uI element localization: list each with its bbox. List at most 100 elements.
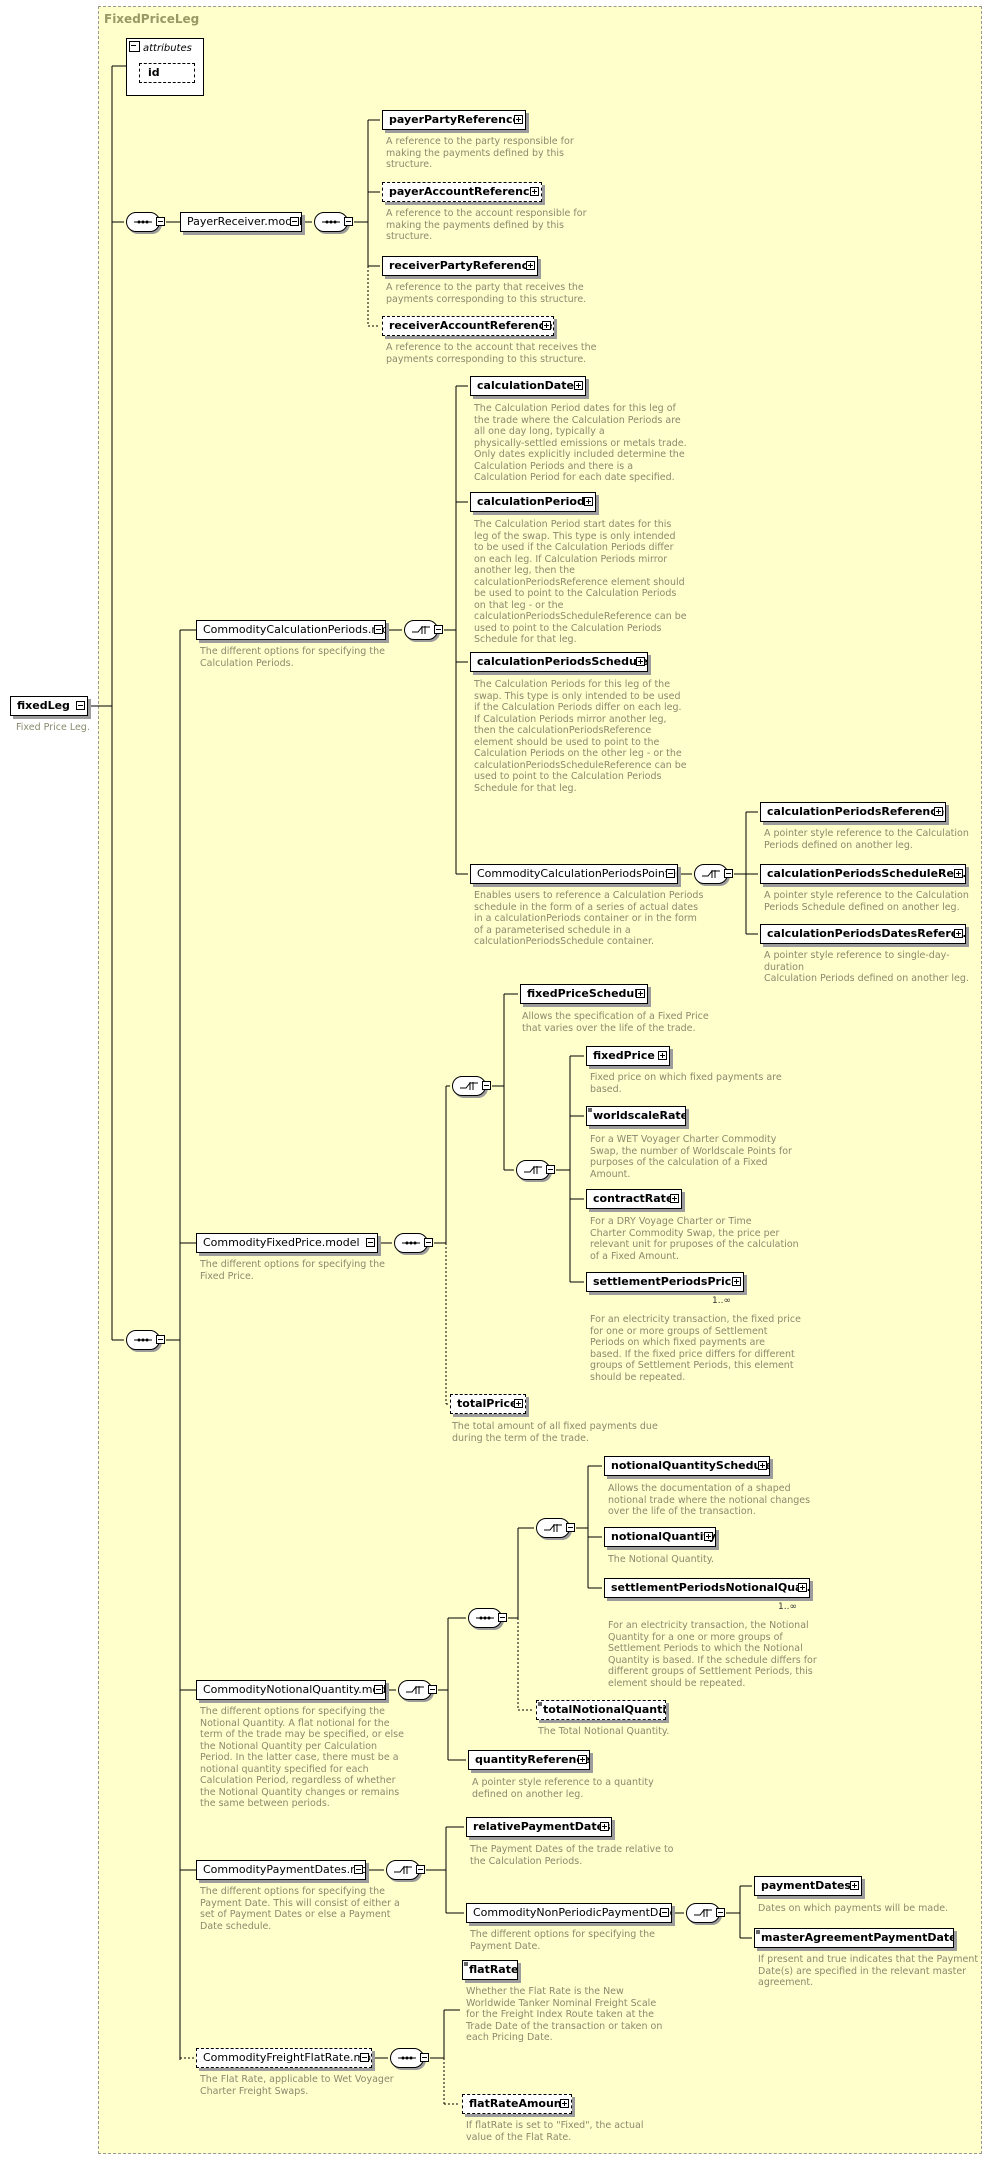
sequence-connector-icon[interactable] — [468, 1608, 507, 1628]
expand-icon[interactable] — [704, 1532, 713, 1541]
element-calculationperiodsschedulereference[interactable]: calculationPeriodsScheduleRef... — [760, 864, 966, 884]
element-worldscalerate[interactable]: worldscaleRate — [586, 1106, 686, 1126]
expand-icon[interactable] — [560, 2099, 569, 2108]
expand-icon[interactable] — [798, 1583, 807, 1592]
expand-icon[interactable] — [514, 1399, 523, 1408]
choice-connector-icon[interactable] — [386, 1860, 425, 1880]
sequence-connector-icon[interactable] — [126, 1330, 165, 1350]
expand-icon[interactable] — [636, 657, 645, 666]
collapse-icon[interactable] — [660, 1908, 669, 1917]
element-totalprice[interactable]: totalPrice — [450, 1394, 526, 1414]
element-calculationperiodsreference[interactable]: calculationPeriodsReference — [760, 802, 946, 822]
group-commodity-calculation-periods-model[interactable]: CommodityCalculationPeriods.model — [196, 620, 386, 640]
element-fixedpriceschedule[interactable]: fixedPriceSchedule — [520, 984, 648, 1004]
collapse-icon[interactable] — [428, 1685, 437, 1694]
element-flatrate[interactable]: flatRate — [462, 1960, 518, 1980]
element-masteragreementpaymentdates[interactable]: masterAgreementPaymentDates — [754, 1928, 954, 1948]
group-commodity-notional-quantity-model[interactable]: CommodityNotionalQuantity.model — [196, 1680, 386, 1700]
expand-icon[interactable] — [578, 1755, 587, 1764]
sequence-connector-icon[interactable] — [390, 2048, 429, 2068]
element-fixedprice[interactable]: fixedPrice — [586, 1046, 670, 1066]
collapse-icon[interactable] — [566, 1523, 575, 1532]
collapse-icon[interactable] — [156, 217, 165, 226]
expand-icon[interactable] — [600, 1822, 609, 1831]
collapse-icon[interactable] — [434, 625, 443, 634]
collapse-icon[interactable] — [420, 2053, 429, 2062]
element-calculationperiods[interactable]: calculationPeriods — [470, 492, 596, 512]
element-fixedleg[interactable]: fixedLeg — [10, 696, 88, 716]
choice-connector-icon[interactable] — [398, 1680, 437, 1700]
element-payerpartyreference[interactable]: payerPartyReference — [382, 110, 526, 130]
collapse-icon[interactable] — [360, 2053, 369, 2062]
group-payer-receiver-model[interactable]: PayerReceiver.model — [180, 212, 302, 232]
expand-icon[interactable] — [954, 869, 963, 878]
collapse-icon[interactable] — [374, 1685, 383, 1694]
group-commodity-freight-flat-rate-model[interactable]: CommodityFreightFlatRate.model — [196, 2048, 372, 2068]
choice-connector-icon[interactable] — [694, 864, 733, 884]
collapse-icon[interactable] — [546, 1165, 555, 1174]
expand-icon[interactable] — [758, 1461, 767, 1470]
expand-icon[interactable] — [530, 187, 539, 196]
collapse-icon[interactable] — [424, 1238, 433, 1247]
element-receiverpartyreference[interactable]: receiverPartyReference — [382, 256, 538, 276]
element-calculationdates[interactable]: calculationDates — [470, 376, 586, 396]
element-relativepaymentdates[interactable]: relativePaymentDates — [466, 1817, 612, 1837]
group-note: The Flat Rate, applicable to Wet Voyager… — [200, 2074, 394, 2097]
element-notionalquantity[interactable]: notionalQuantity — [604, 1527, 716, 1547]
element-flatrateamount[interactable]: flatRateAmount — [462, 2094, 572, 2114]
element-calculationperiodsdatesreference[interactable]: calculationPeriodsDatesRefere... — [760, 924, 966, 944]
collapse-icon[interactable] — [76, 701, 85, 710]
expand-icon[interactable] — [934, 807, 943, 816]
expand-icon[interactable] — [850, 1881, 859, 1890]
expand-icon[interactable] — [732, 1277, 741, 1286]
group-commodity-payment-dates-model[interactable]: CommodityPaymentDates.model — [196, 1860, 366, 1880]
sequence-connector-icon[interactable] — [126, 212, 165, 232]
expand-icon[interactable] — [584, 497, 593, 506]
expand-icon[interactable] — [514, 115, 523, 124]
element-quantityreference[interactable]: quantityReference — [468, 1750, 590, 1770]
element-notionalquantityschedule[interactable]: notionalQuantitySchedule — [604, 1456, 770, 1476]
element-calculationperiodsschedule[interactable]: calculationPeriodsSchedule — [470, 652, 648, 672]
element-receiveraccountreference[interactable]: receiverAccountReference — [382, 316, 554, 336]
collapse-icon[interactable] — [156, 1335, 165, 1344]
collapse-icon[interactable] — [354, 1865, 363, 1874]
element-settlementperiodsnotionalquantity[interactable]: settlementPeriodsNotionalQua... — [604, 1578, 810, 1598]
collapse-icon[interactable] — [666, 869, 675, 878]
expand-icon[interactable] — [526, 261, 535, 270]
group-commodity-fixed-price-model[interactable]: CommodityFixedPrice.model — [196, 1233, 378, 1253]
group-commodity-non-periodic-payment-dates[interactable]: CommodityNonPeriodicPaymentDates.... — [466, 1903, 672, 1923]
collapse-icon[interactable] — [482, 1081, 491, 1090]
element-note: A reference to the account that receives… — [386, 342, 597, 365]
collapse-icon[interactable] — [498, 1613, 507, 1622]
collapse-icon[interactable] — [416, 1865, 425, 1874]
choice-connector-icon[interactable] — [686, 1903, 725, 1923]
collapse-icon[interactable] — [374, 625, 383, 634]
group-commodity-calculation-periods-pointer[interactable]: CommodityCalculationPeriodsPointer.... — [470, 864, 678, 884]
expand-icon[interactable] — [542, 321, 551, 330]
choice-connector-icon[interactable] — [452, 1076, 491, 1096]
expand-icon[interactable] — [670, 1194, 679, 1203]
choice-connector-icon[interactable] — [404, 620, 443, 640]
sequence-connector-icon[interactable] — [394, 1233, 433, 1253]
collapse-icon[interactable] — [290, 217, 299, 226]
attributes-header[interactable]: attributes — [129, 41, 192, 54]
sequence-connector-icon[interactable] — [314, 212, 353, 232]
collapse-icon[interactable] — [129, 41, 140, 52]
element-settlementperiodsprice[interactable]: settlementPeriodsPrice — [586, 1272, 744, 1292]
attributes-box[interactable]: attributes id — [126, 38, 204, 96]
collapse-icon[interactable] — [724, 869, 733, 878]
element-paymentdates[interactable]: paymentDates — [754, 1876, 862, 1896]
collapse-icon[interactable] — [716, 1908, 725, 1917]
choice-connector-icon[interactable] — [536, 1518, 575, 1538]
expand-icon[interactable] — [636, 989, 645, 998]
choice-connector-icon[interactable] — [516, 1160, 555, 1180]
element-payeraccountreference[interactable]: payerAccountReference — [382, 182, 542, 202]
collapse-icon[interactable] — [366, 1238, 375, 1247]
attribute-id[interactable]: id — [139, 63, 195, 83]
expand-icon[interactable] — [574, 381, 583, 390]
expand-icon[interactable] — [954, 929, 963, 938]
collapse-icon[interactable] — [344, 217, 353, 226]
element-contractrate[interactable]: contractRate — [586, 1189, 682, 1209]
expand-icon[interactable] — [658, 1051, 667, 1060]
element-totalnotionalquantity[interactable]: totalNotionalQuantity — [536, 1700, 666, 1720]
